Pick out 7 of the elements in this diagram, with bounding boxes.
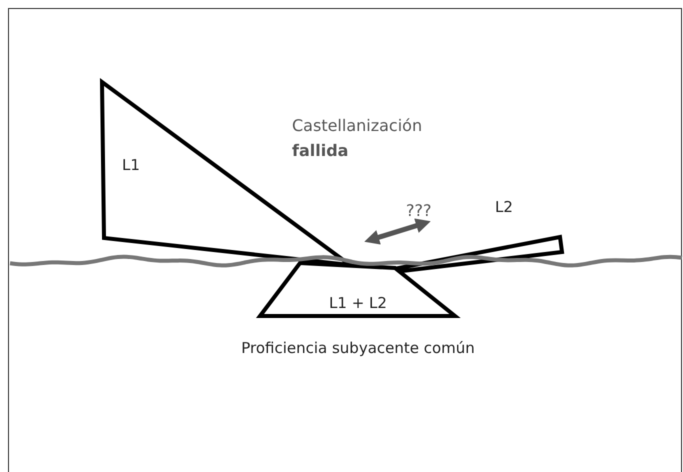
node-caption: Proficiencia subyacente común [240, 338, 476, 359]
annotation-text: Castellanización fallida [292, 115, 424, 162]
question-text: ??? [406, 201, 432, 221]
node-label: L2 [495, 198, 513, 216]
trapezoid-shape [256, 260, 460, 320]
node-label: L1 + L2 [328, 294, 388, 312]
node-label: L1 [122, 156, 140, 174]
